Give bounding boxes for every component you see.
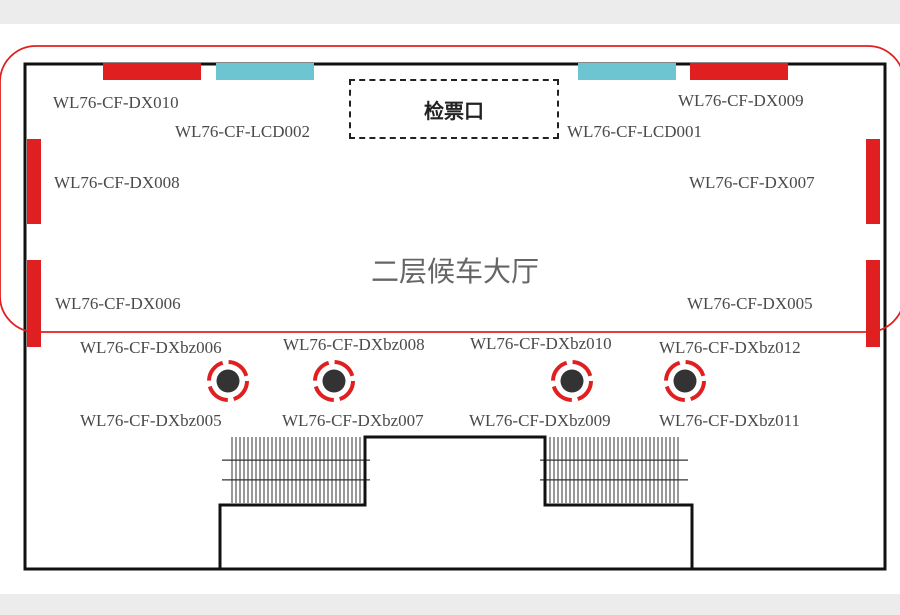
device-dx009-marker [690,63,788,80]
right-escalator [540,437,688,503]
device-circle-bz007-008 [313,360,355,402]
device-circle-bz005-006 [207,360,249,402]
label-dx005: WL76-CF-DX005 [687,294,813,313]
lower-opening-outline [218,435,694,569]
device-circle-bz011-012 [664,360,706,402]
label-bz005: WL76-CF-DXbz005 [80,411,222,430]
label-bz009: WL76-CF-DXbz009 [469,411,611,430]
label-bz008: WL76-CF-DXbz008 [283,335,425,354]
label-lcd001: WL76-CF-LCD001 [567,122,703,141]
building-outline [23,62,887,571]
label-dx007: WL76-CF-DX007 [689,173,815,192]
device-dx006-marker [27,260,41,347]
label-dx006: WL76-CF-DX006 [55,294,181,313]
device-dx007-marker [866,139,880,224]
device-dx005-marker [866,260,880,347]
label-dx008: WL76-CF-DX008 [54,173,180,192]
label-bz011: WL76-CF-DXbz011 [659,411,801,430]
device-lcd001-marker [578,63,676,80]
device-dx010-marker [103,63,201,80]
label-bz010: WL76-CF-DXbz010 [470,334,612,353]
label-bz006: WL76-CF-DXbz006 [80,338,222,357]
floor-plan-sheet [0,24,900,594]
label-dx010: WL76-CF-DX010 [53,93,179,112]
hall-title: 二层候车大厅 [370,255,539,288]
label-bz007: WL76-CF-DXbz007 [282,411,424,430]
device-circle-bz009-010 [551,360,593,402]
label-bz012: WL76-CF-DXbz012 [659,338,801,357]
ticket-gate: 检票口 [349,79,559,139]
left-escalator [222,437,370,503]
device-lcd002-marker [216,63,314,80]
device-dx008-marker [27,139,41,224]
hall-highlight-boundary [0,45,900,333]
label-lcd002: WL76-CF-LCD002 [175,122,311,141]
label-dx009: WL76-CF-DX009 [678,91,804,110]
